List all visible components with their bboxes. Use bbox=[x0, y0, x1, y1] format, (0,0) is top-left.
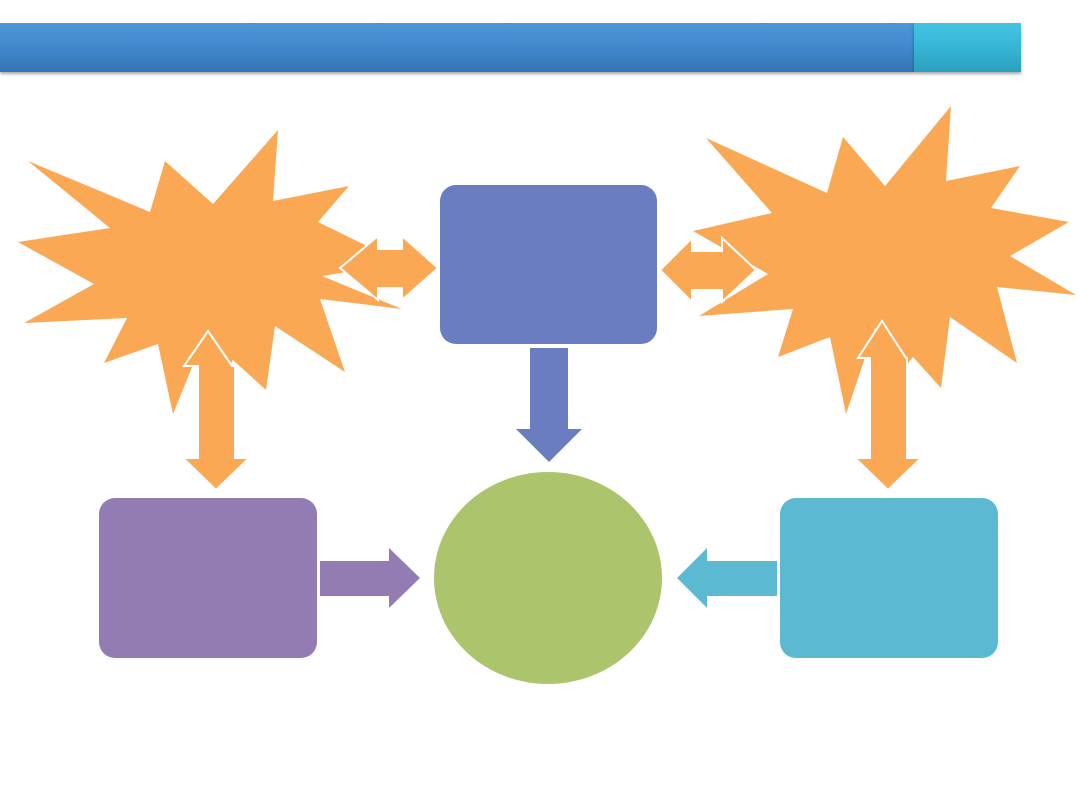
right-burst-shape bbox=[693, 106, 1076, 414]
bottom-right-box bbox=[780, 498, 998, 658]
title-bar bbox=[0, 23, 914, 72]
double-arrow-right-connector bbox=[658, 235, 758, 305]
left-arrow-right-to-circle bbox=[677, 548, 777, 608]
top-box bbox=[440, 185, 657, 344]
down-arrow-top-to-circle bbox=[516, 348, 582, 462]
left-burst-shape bbox=[18, 130, 402, 414]
double-arrow-left-vertical bbox=[180, 329, 252, 492]
title-accent-block bbox=[914, 23, 1021, 72]
double-arrow-left-connector bbox=[338, 233, 440, 303]
double-arrow-right-vertical bbox=[852, 319, 924, 492]
center-circle bbox=[434, 472, 662, 684]
bottom-left-box bbox=[99, 498, 317, 658]
right-arrow-left-to-circle bbox=[320, 548, 420, 608]
